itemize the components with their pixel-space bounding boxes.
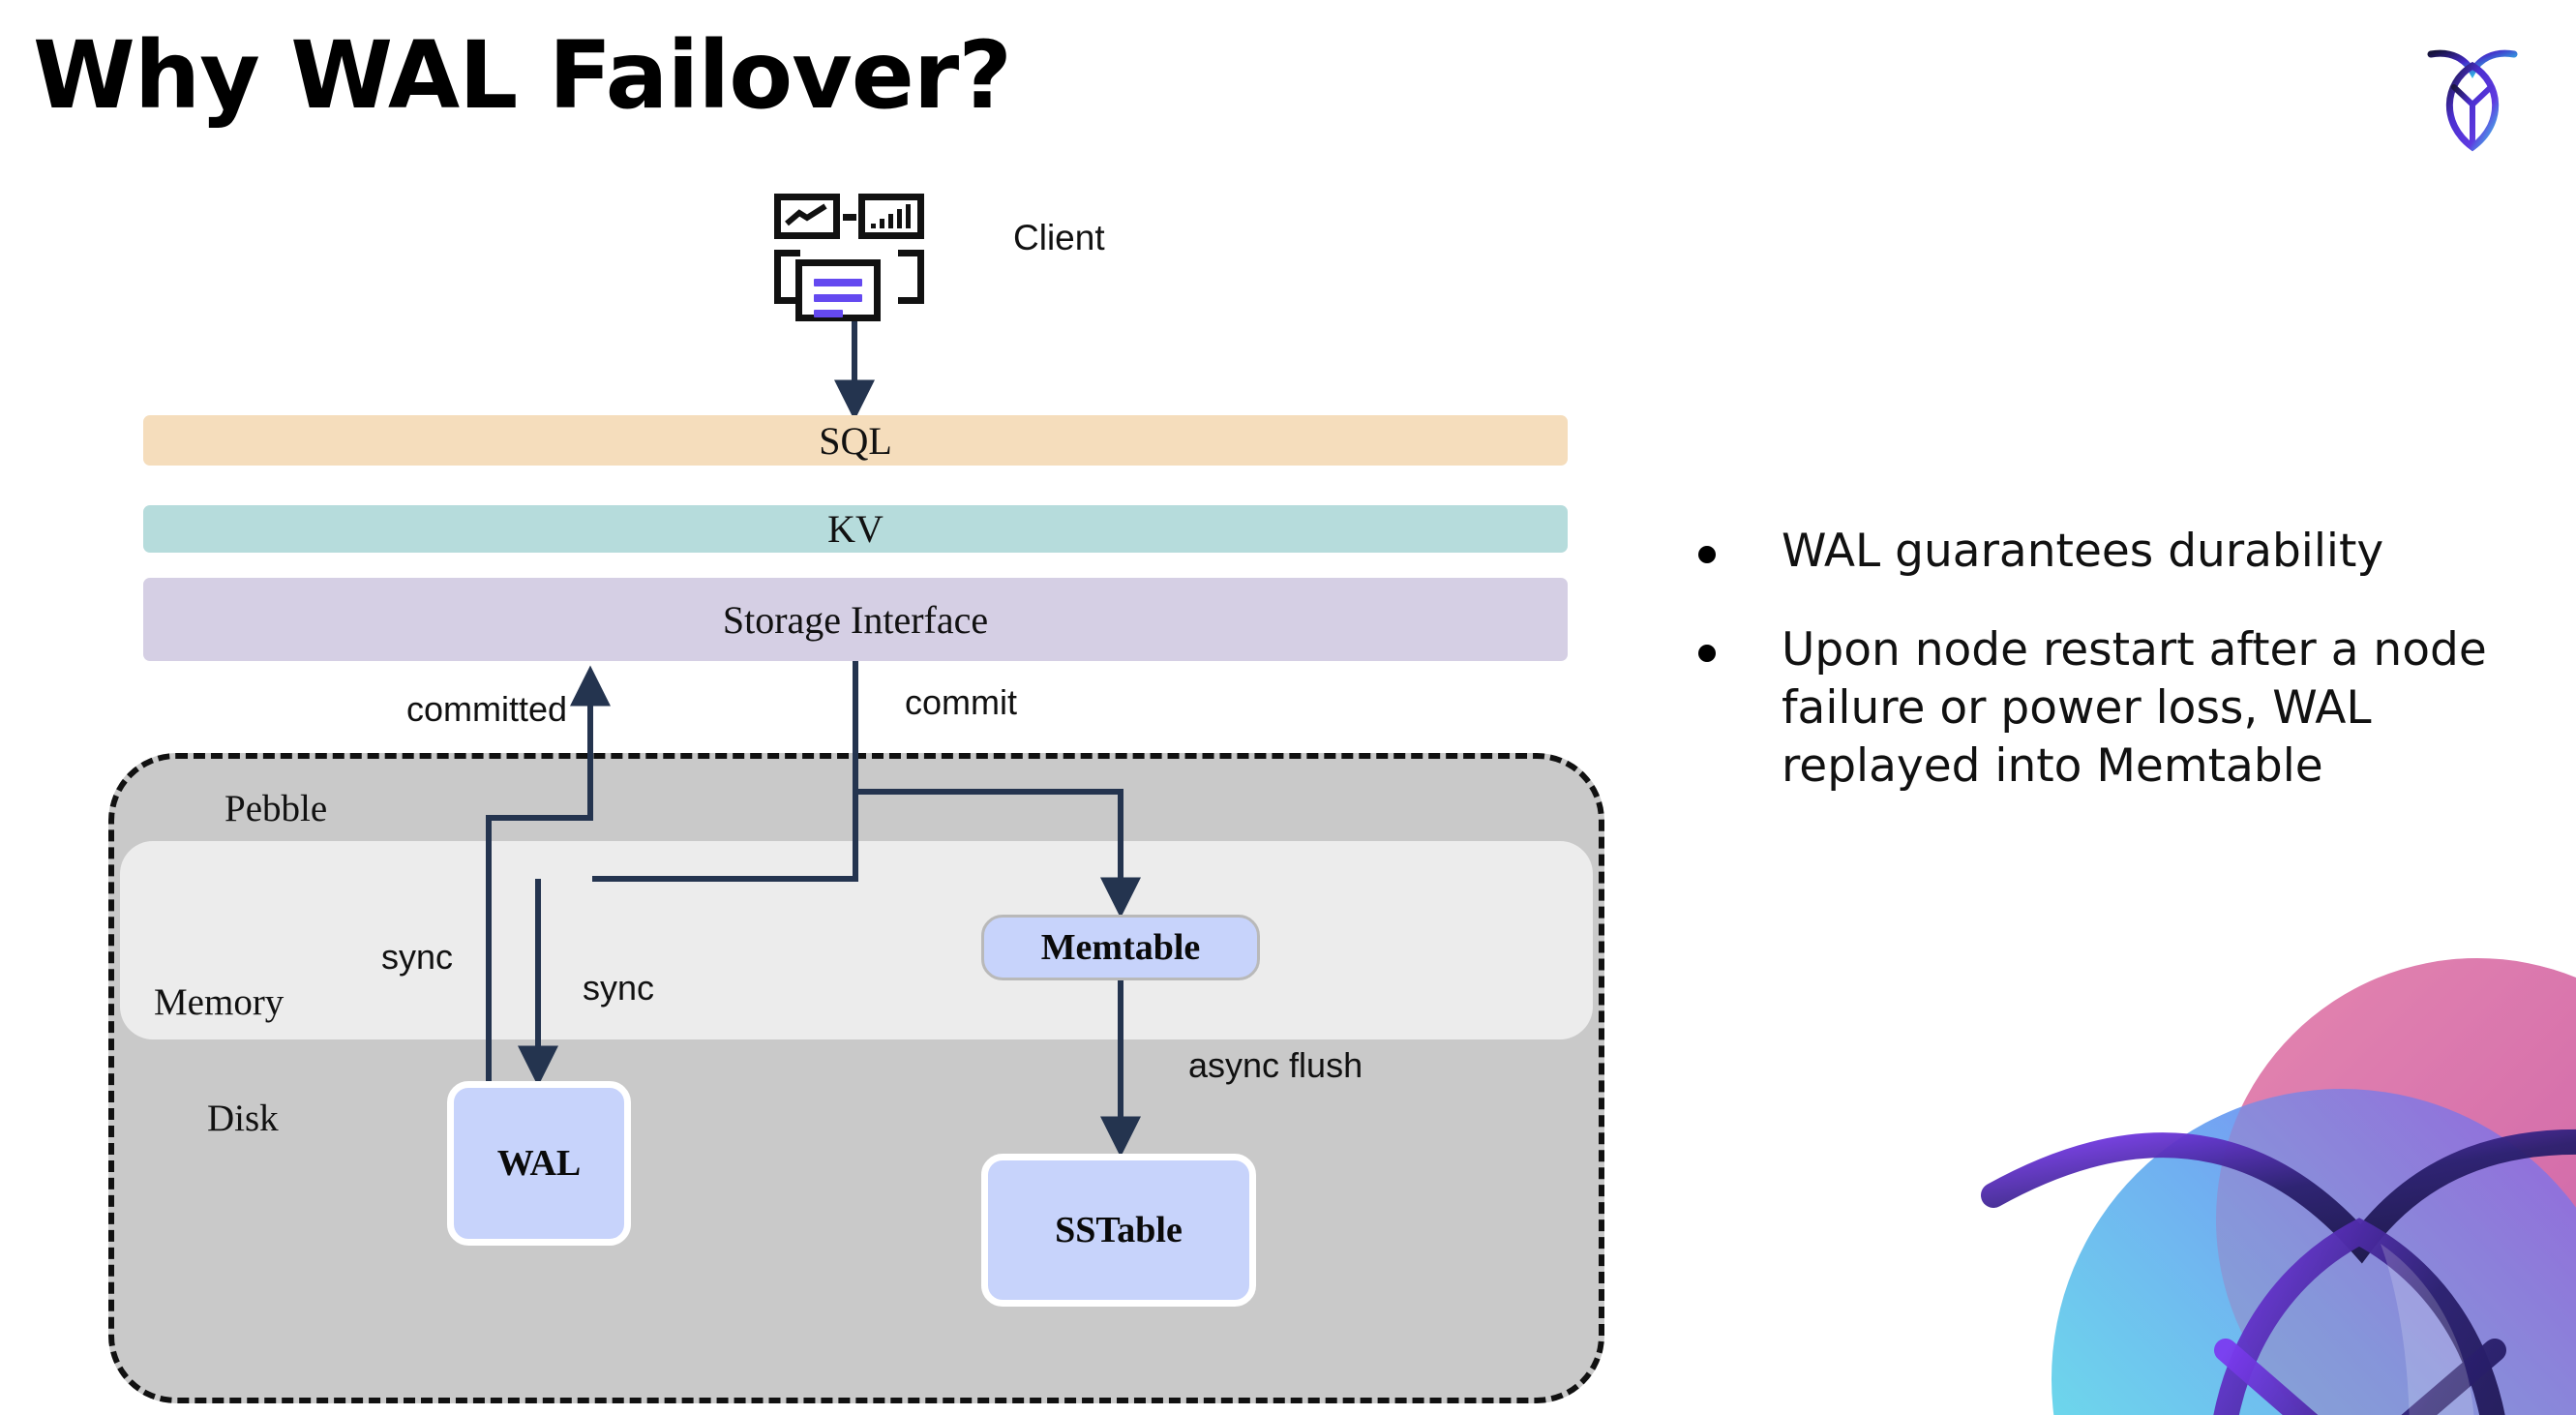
client-dashboard-icon xyxy=(774,194,939,321)
memory-label: Memory xyxy=(154,981,285,1023)
edge-label-sync-right: sync xyxy=(583,968,655,1008)
layer-bar-sql[interactable]: SQL xyxy=(143,415,1568,466)
decorative-logo-circles xyxy=(1964,924,2576,1415)
cockroach-labs-logo xyxy=(2419,37,2526,153)
bracket-left-icon xyxy=(774,250,800,304)
node-memtable[interactable]: Memtable xyxy=(981,915,1260,980)
line-chart-icon xyxy=(774,194,840,239)
edge-label-sync-left: sync xyxy=(381,937,454,977)
edge-label-committed: committed xyxy=(406,689,568,729)
layer-bar-storage-interface[interactable]: Storage Interface xyxy=(143,578,1568,661)
disk-label: Disk xyxy=(207,1098,279,1139)
bullet-text: WAL guarantees durability xyxy=(1782,525,2384,578)
bullet-text: Upon node restart after a node failure o… xyxy=(1782,623,2487,794)
page-title: Why WAL Failover? xyxy=(33,21,1012,130)
list-item: Upon node restart after a node failure o… xyxy=(1698,621,2501,796)
document-icon xyxy=(795,259,881,321)
memory-zone xyxy=(120,841,1593,1039)
client-label: Client xyxy=(1013,218,1105,257)
bullet-dot-icon xyxy=(1698,546,1716,563)
dash-connector-icon xyxy=(843,214,856,221)
bar-chart-icon xyxy=(858,194,924,239)
edge-label-commit: commit xyxy=(905,682,1017,722)
edge-label-async-flush: async flush xyxy=(1188,1045,1363,1085)
bullet-list: WAL guarantees durability Upon node rest… xyxy=(1698,523,2501,837)
list-item: WAL guarantees durability xyxy=(1698,523,2501,581)
node-sstable[interactable]: SSTable xyxy=(981,1154,1256,1307)
node-wal[interactable]: WAL xyxy=(447,1081,631,1246)
bullet-dot-icon xyxy=(1698,645,1716,663)
bracket-right-icon xyxy=(898,250,924,304)
layer-bar-kv[interactable]: KV xyxy=(143,505,1568,553)
pebble-label: Pebble xyxy=(225,788,328,829)
